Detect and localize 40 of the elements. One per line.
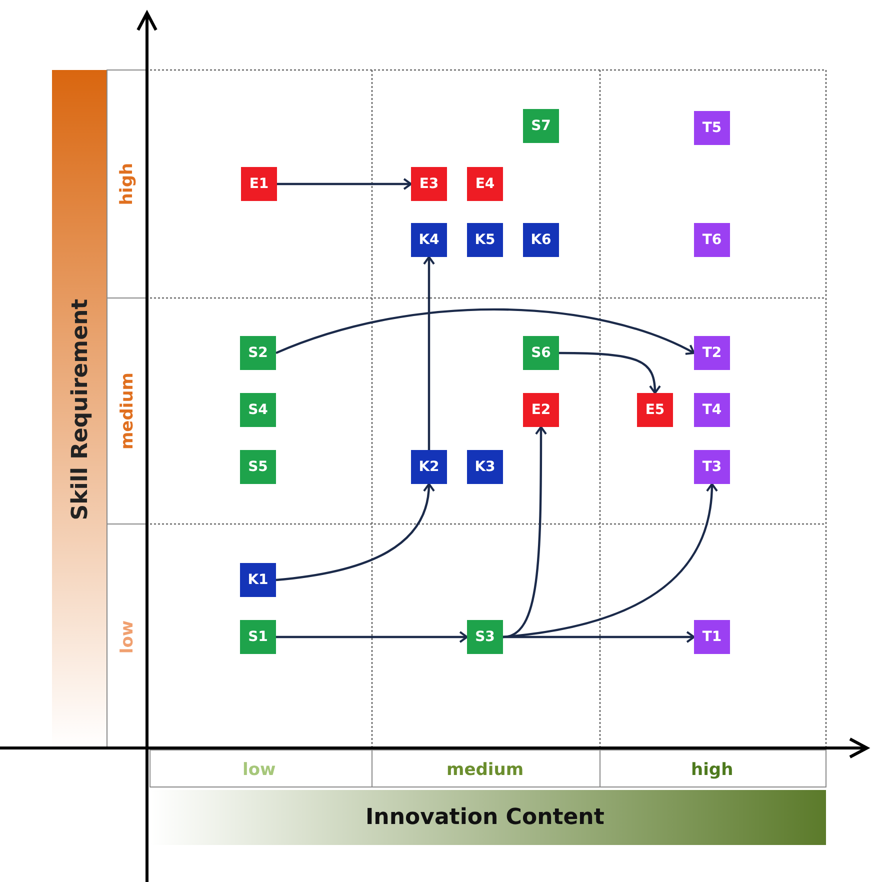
arrow — [276, 631, 468, 643]
category-box: K5 — [467, 223, 503, 257]
category-box: S6 — [523, 336, 559, 370]
arrow — [276, 483, 434, 582]
level-label: high — [117, 162, 138, 206]
category-box: K1 — [240, 563, 276, 597]
category-box: T3 — [694, 450, 730, 484]
axis-title: Skill Requirement — [68, 298, 93, 520]
category-box: S2 — [240, 336, 276, 370]
category-box: E3 — [411, 167, 447, 201]
arrow — [559, 352, 661, 394]
level-label: low — [242, 760, 276, 780]
arrow — [276, 308, 695, 356]
level-label: medium — [446, 760, 524, 780]
arrow — [277, 178, 412, 190]
category-box: S7 — [523, 109, 559, 143]
axis-title: Innovation Content — [366, 804, 604, 830]
category-box: K6 — [523, 223, 559, 257]
arrow — [502, 483, 718, 638]
category-box: S1 — [240, 620, 276, 654]
category-box: K3 — [467, 450, 503, 484]
category-box: T6 — [694, 223, 730, 257]
arrow — [423, 256, 435, 450]
level-label: low — [117, 620, 138, 654]
category-box: T1 — [694, 620, 730, 654]
category-box: E5 — [637, 393, 673, 427]
category-box: S4 — [240, 393, 276, 427]
category-box: E4 — [467, 167, 503, 201]
category-box: E1 — [241, 167, 277, 201]
category-box: T2 — [694, 336, 730, 370]
level-label: medium — [117, 372, 138, 450]
category-box: E2 — [523, 393, 559, 427]
category-box: K2 — [411, 450, 447, 484]
category-box: K4 — [411, 223, 447, 257]
arrow — [503, 631, 695, 643]
level-label: high — [691, 760, 734, 780]
category-box: S5 — [240, 450, 276, 484]
category-box: S3 — [467, 620, 503, 654]
category-box: T4 — [694, 393, 730, 427]
category-box: T5 — [694, 111, 730, 145]
